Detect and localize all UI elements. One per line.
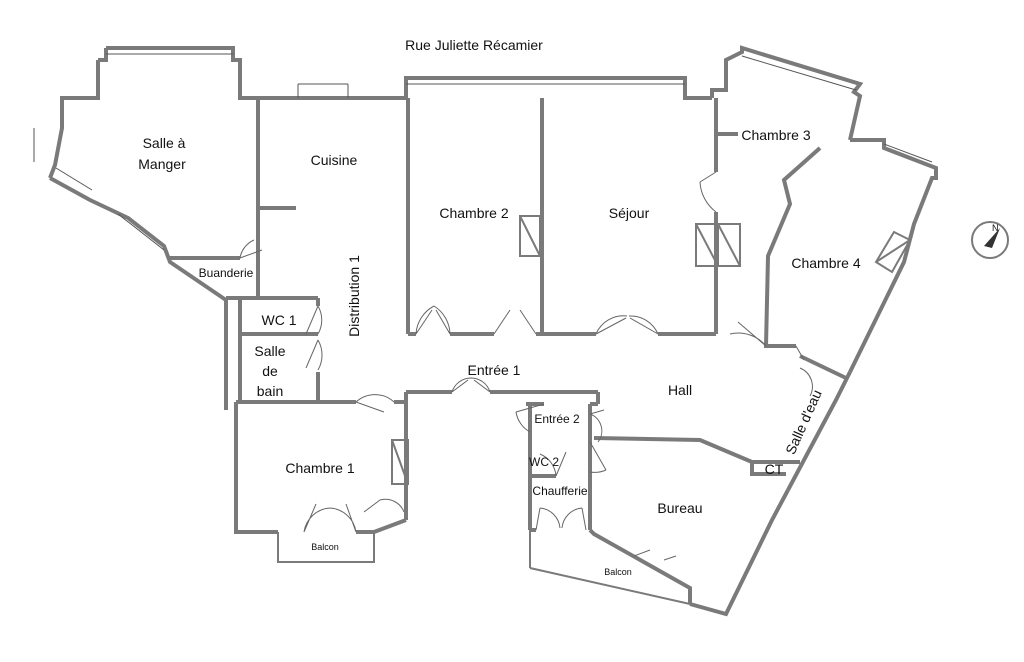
window-chambre4 bbox=[883, 143, 933, 163]
door-salle-eau bbox=[795, 345, 813, 397]
balcon2-rail bbox=[529, 567, 691, 605]
door-balcon2 bbox=[633, 549, 677, 561]
balcon1-wall-diag bbox=[373, 518, 407, 534]
door-sejour bbox=[595, 315, 659, 335]
door-bureau bbox=[589, 441, 607, 473]
wall-chambre1-west bbox=[234, 402, 278, 534]
room-distribution: Distribution 1 bbox=[346, 255, 362, 337]
fireplace-chambre1 bbox=[391, 439, 409, 485]
wall-bay-top bbox=[106, 46, 298, 100]
wall-bureau-east bbox=[689, 489, 790, 617]
wall-salle-a-manger-west bbox=[48, 60, 100, 179]
door-chambre3 bbox=[699, 171, 717, 213]
compass-label: N bbox=[992, 223, 999, 233]
doors bbox=[239, 171, 813, 561]
room-balcon2: Balcon bbox=[604, 567, 632, 577]
room-balcon1: Balcon bbox=[311, 542, 339, 552]
outer-walls bbox=[48, 45, 938, 617]
wall-bay-sejour bbox=[404, 76, 712, 100]
windows bbox=[33, 53, 933, 251]
wall-chambre3-bay bbox=[710, 45, 864, 141]
door-chambre1-closet bbox=[363, 498, 405, 513]
window-dining-s bbox=[117, 213, 165, 251]
wall-salle-eau-top bbox=[799, 354, 847, 380]
wall-chambre4-east bbox=[848, 138, 938, 373]
door-wc2 bbox=[539, 451, 567, 477]
fireplace-chambre1-x bbox=[391, 439, 409, 485]
room-chambre3: Chambre 3 bbox=[741, 127, 810, 143]
north-arrow-icon: N bbox=[971, 221, 1009, 259]
door-chaufferie bbox=[535, 507, 587, 531]
labels: Rue Juliette Récamier Salle à Manger Cui… bbox=[138, 37, 861, 577]
wall-bay-left bbox=[98, 48, 108, 62]
door-sdb bbox=[305, 339, 323, 371]
room-entree2: Entrée 2 bbox=[534, 412, 580, 426]
room-chambre4: Chambre 4 bbox=[791, 255, 860, 271]
wall-bureau-top bbox=[593, 436, 786, 476]
door-chambre2-b bbox=[493, 309, 537, 335]
window-dining-sw bbox=[55, 167, 93, 191]
room-chambre2: Chambre 2 bbox=[439, 205, 508, 221]
balcon1 bbox=[277, 518, 407, 563]
room-hall: Hall bbox=[668, 382, 692, 398]
door-chambre2 bbox=[415, 305, 451, 335]
room-bureau: Bureau bbox=[657, 500, 702, 516]
room-entree1: Entrée 1 bbox=[468, 362, 521, 378]
door-chambre1 bbox=[355, 394, 395, 413]
room-salle-d-eau: Salle d'eau bbox=[782, 387, 825, 456]
wall-chambre4-west bbox=[763, 146, 822, 348]
fireplace-chambre4-x bbox=[875, 239, 911, 263]
balcon1-rail bbox=[277, 532, 375, 563]
door-buanderie bbox=[239, 239, 263, 259]
room-cuisine: Cuisine bbox=[311, 152, 358, 168]
room-sejour: Séjour bbox=[609, 205, 650, 221]
room-salle-de-bain-line2: de bbox=[262, 363, 278, 379]
room-salle-de-bain-line3: bain bbox=[257, 383, 283, 399]
room-salle-a-manger-line2: Manger bbox=[138, 156, 186, 172]
door-wc1 bbox=[305, 305, 323, 335]
fireplace-chambre2-x bbox=[519, 215, 541, 257]
room-salle-a-manger-line1: Salle à bbox=[143, 135, 186, 151]
wall-salle-eau-east bbox=[786, 371, 852, 491]
door-balcon1 bbox=[303, 503, 357, 533]
room-chambre1: Chambre 1 bbox=[285, 460, 354, 476]
street-name: Rue Juliette Récamier bbox=[405, 37, 543, 53]
fireplace-sejour-x1 bbox=[695, 223, 719, 267]
door-entree2 bbox=[515, 403, 545, 433]
room-salle-de-bain-line1: Salle bbox=[254, 343, 285, 359]
room-chaufferie: Chaufferie bbox=[532, 484, 587, 498]
window-chambre3 bbox=[741, 55, 857, 91]
interior-walls bbox=[170, 98, 847, 605]
room-wc1: WC 1 bbox=[262, 312, 297, 328]
door-entree2-right bbox=[589, 409, 605, 443]
fixtures bbox=[391, 215, 912, 485]
room-buanderie: Buanderie bbox=[199, 266, 254, 280]
door-entree1 bbox=[451, 377, 491, 393]
room-wc2: WC 2 bbox=[529, 455, 559, 469]
room-ct: CT bbox=[765, 461, 784, 477]
wall-bureau-balcon bbox=[588, 528, 692, 604]
fireplace-chambre2 bbox=[519, 215, 541, 257]
wall-salle-a-manger-south bbox=[49, 176, 228, 410]
door-chambre4 bbox=[729, 321, 767, 347]
fireplace-sejour-x2 bbox=[717, 223, 741, 267]
